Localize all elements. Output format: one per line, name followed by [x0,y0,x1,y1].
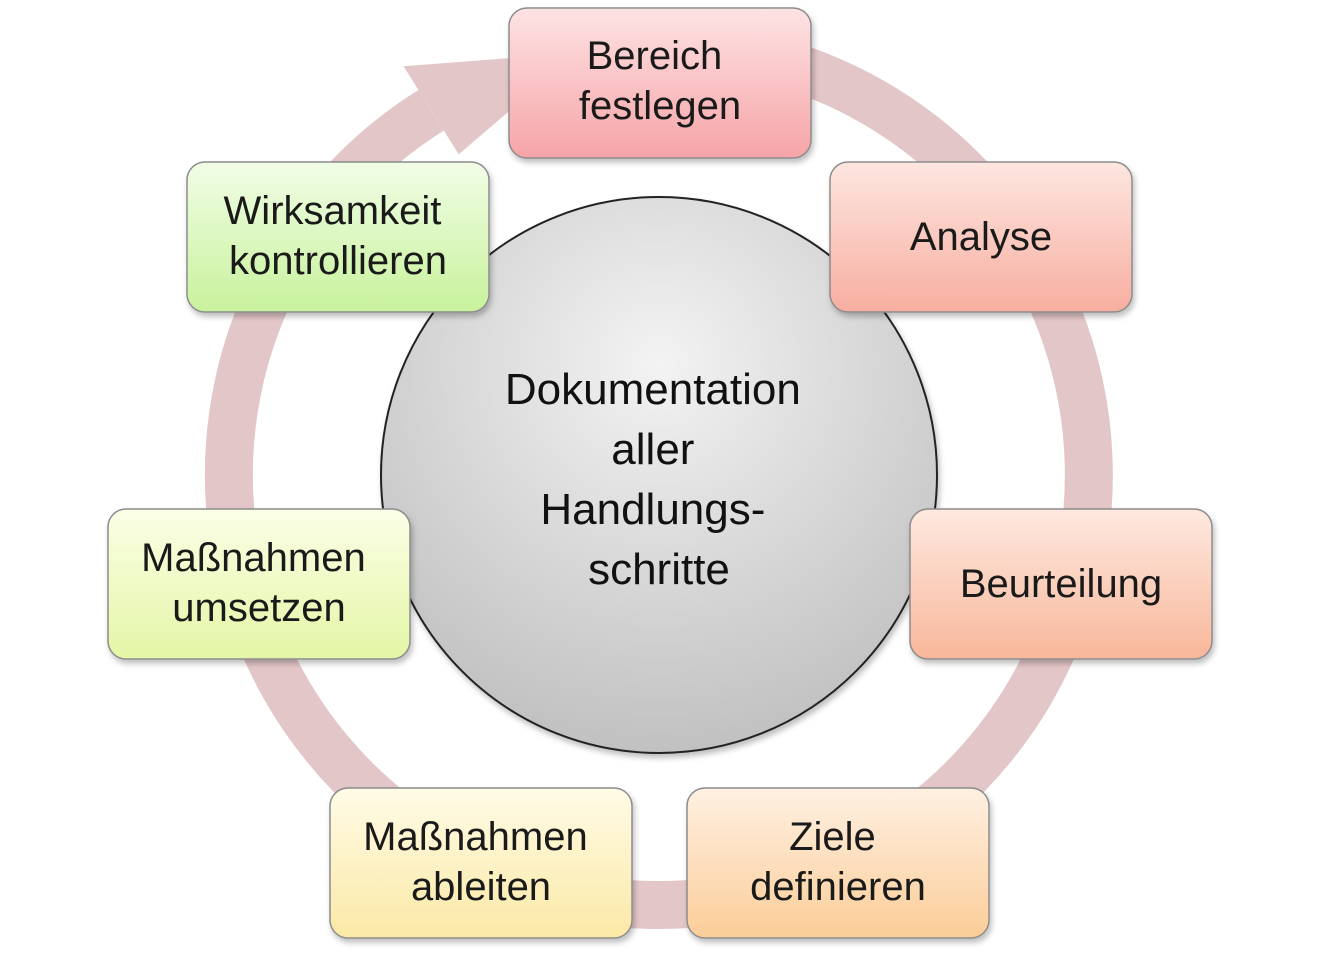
step-box [186,161,490,313]
step-label: Analyse [910,215,1052,259]
step-label-line: kontrollieren [229,239,447,283]
center-label: Dokumentation aller Handlungs- schritte [505,365,813,594]
step-label-line: definieren [750,865,926,909]
step-label: Beurteilung [960,562,1162,606]
center-label-line: Handlungs- [540,485,765,534]
step-label: Maßnahmen umsetzen [141,536,377,630]
step-label-line: Maßnahmen [363,815,588,859]
center-circle [380,196,938,754]
step-label-line: Wirksamkeit [224,189,442,233]
step-beurteilung: Beurteilung [909,508,1213,660]
center-label-line: aller [611,425,694,474]
step-ziele-definieren: Ziele definieren [686,787,990,939]
step-wirksamkeit-kontrollieren: Wirksamkeit kontrollieren [186,161,490,313]
step-box [909,508,1213,660]
step-label-line: ableiten [411,865,551,909]
step-label-line: Analyse [910,215,1052,259]
center-label-line: schritte [588,545,730,594]
step-analyse: Analyse [829,161,1133,313]
step-label-line: umsetzen [172,586,345,630]
step-label-line: Maßnahmen [141,536,366,580]
step-box [829,161,1133,313]
step-label-line: festlegen [579,84,741,128]
step-massnahmen-ableiten: Maßnahmen ableiten [329,787,633,939]
step-label-line: Beurteilung [960,562,1162,606]
step-box [329,787,633,939]
step-box [107,508,411,660]
step-label: Ziele definieren [750,815,926,909]
step-massnahmen-umsetzen: Maßnahmen umsetzen [107,508,411,660]
step-label-line: Bereich [587,34,723,78]
step-label-line: Ziele [789,815,876,859]
step-label: Maßnahmen ableiten [363,815,599,909]
step-bereich-festlegen: Bereich festlegen [508,7,812,159]
center-label-line: Dokumentation [505,365,801,414]
step-box [686,787,990,939]
step-label: Wirksamkeit kontrollieren [224,189,453,283]
step-box [508,7,812,159]
step-label: Bereich festlegen [579,34,741,128]
center-node: Dokumentation aller Handlungs- schritte [380,196,938,754]
